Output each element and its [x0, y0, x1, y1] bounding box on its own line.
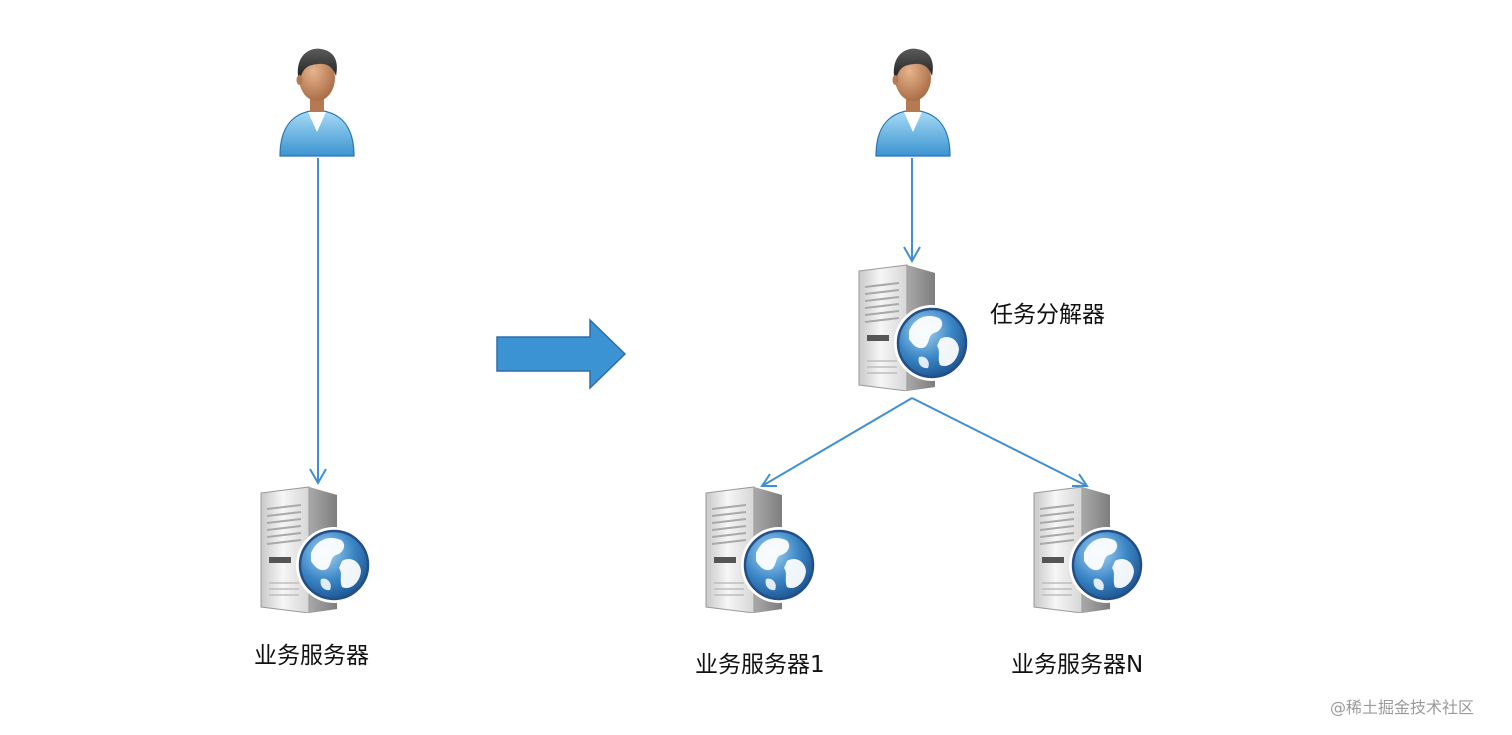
splitter-server-icon: [857, 263, 972, 391]
business-server-n-label: 业务服务器N: [1011, 652, 1144, 678]
task-splitter-label: 任务分解器: [990, 302, 1105, 328]
left-request-connector: [309, 158, 327, 486]
transform-arrow: [496, 318, 627, 390]
left-user-icon: [279, 48, 355, 157]
left-server-label: 业务服务器: [254, 643, 369, 669]
splitter-to-serverN-connector: [911, 397, 1089, 487]
business-server-n-icon: [1032, 485, 1147, 613]
user-to-splitter-connector: [903, 158, 921, 264]
left-server-icon: [259, 485, 374, 613]
splitter-to-server1-connector: [760, 397, 913, 487]
right-user-icon: [875, 48, 951, 157]
business-server-1-label: 业务服务器1: [695, 652, 825, 678]
business-server-1-icon: [704, 485, 819, 613]
watermark: @稀土掘金技术社区: [1330, 698, 1475, 717]
